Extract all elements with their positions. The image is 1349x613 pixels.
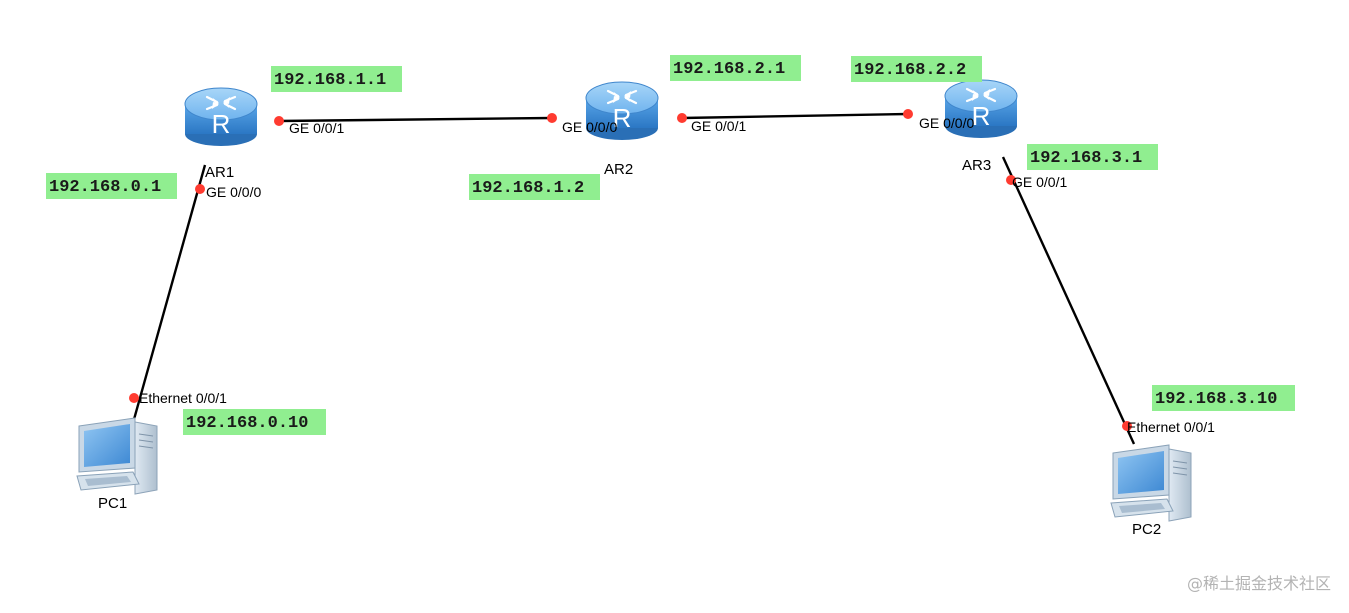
device-label-ar2: AR2 (604, 161, 633, 178)
ip-label-pc2: 192.168.3.10 (1152, 385, 1295, 411)
svg-text:192.168.2.2: 192.168.2.2 (854, 61, 966, 80)
port-label-ar2-ge001: GE 0/0/1 (691, 118, 746, 134)
port-dots (129, 109, 1132, 431)
port-dot-ar1-ge000[interactable] (195, 184, 205, 194)
ip-label-pc1: 192.168.0.10 (183, 409, 326, 435)
svg-text:192.168.0.10: 192.168.0.10 (186, 414, 308, 433)
link-layer (124, 112, 1136, 449)
link-ar1-pc1[interactable] (124, 164, 207, 449)
device-label-pc2: PC2 (1132, 521, 1161, 538)
port-dot-ar3-ge001[interactable] (1006, 175, 1016, 185)
svg-text:192.168.0.1: 192.168.0.1 (49, 178, 161, 197)
svg-text:192.168.1.2: 192.168.1.2 (472, 179, 584, 198)
port-dot-ar3-ge000[interactable] (903, 109, 913, 119)
link-ar3-pc2[interactable] (1001, 156, 1136, 445)
device-labels: AR1 AR2 AR3 PC1 PC2 (98, 157, 1161, 538)
pc-pc2[interactable] (1110, 444, 1192, 522)
router-ar1[interactable] (183, 86, 259, 148)
port-labels: GE 0/0/1 GE 0/0/0 GE 0/0/0 GE 0/0/1 GE 0… (139, 115, 1215, 435)
ip-label-ar3-ge001: 192.168.3.1 (1027, 144, 1158, 170)
ip-label-ar1-ge001: 192.168.1.1 (271, 66, 402, 92)
port-label-ar1-ge001: GE 0/0/1 (289, 120, 344, 136)
svg-text:192.168.3.10: 192.168.3.10 (1155, 390, 1277, 409)
port-label-pc2-eth: Ethernet 0/0/1 (1127, 419, 1215, 435)
pc-icon (1110, 444, 1192, 522)
port-dot-pc2-eth[interactable] (1122, 421, 1132, 431)
link-ar1-ar2[interactable] (278, 116, 553, 123)
ip-label-ar2-ge000: 192.168.1.2 (469, 174, 600, 200)
link-ar2-ar3[interactable] (681, 112, 909, 120)
pc-icon (76, 417, 158, 495)
port-dot-ar2-ge000[interactable] (547, 113, 557, 123)
port-dot-ar2-ge001[interactable] (677, 113, 687, 123)
router-icon (183, 86, 259, 148)
port-dot-ar1-ge001[interactable] (274, 116, 284, 126)
svg-text:192.168.1.1: 192.168.1.1 (274, 71, 386, 90)
port-dot-pc1-eth[interactable] (129, 393, 139, 403)
device-label-ar1: AR1 (205, 164, 234, 181)
device-label-pc1: PC1 (98, 495, 127, 512)
ip-label-ar3-ge000: 192.168.2.2 (851, 56, 982, 82)
svg-text:192.168.3.1: 192.168.3.1 (1030, 149, 1142, 168)
ip-label-ar2-ge001: 192.168.2.1 (670, 55, 801, 81)
port-label-ar3-ge000: GE 0/0/0 (919, 115, 974, 131)
device-label-ar3: AR3 (962, 157, 991, 174)
port-label-ar1-ge000: GE 0/0/0 (206, 184, 261, 200)
port-label-ar2-ge000: GE 0/0/0 (562, 119, 617, 135)
ip-label-ar1-ge000: 192.168.0.1 (46, 173, 177, 199)
ip-labels: 192.168.1.1 192.168.0.1 192.168.1.2 192.… (46, 55, 1295, 435)
watermark: @稀土掘金技术社区 (1187, 574, 1331, 593)
port-label-pc1-eth: Ethernet 0/0/1 (139, 390, 227, 406)
svg-text:192.168.2.1: 192.168.2.1 (673, 60, 785, 79)
port-label-ar3-ge001: GE 0/0/1 (1012, 174, 1067, 190)
pc-pc1[interactable] (76, 417, 158, 495)
